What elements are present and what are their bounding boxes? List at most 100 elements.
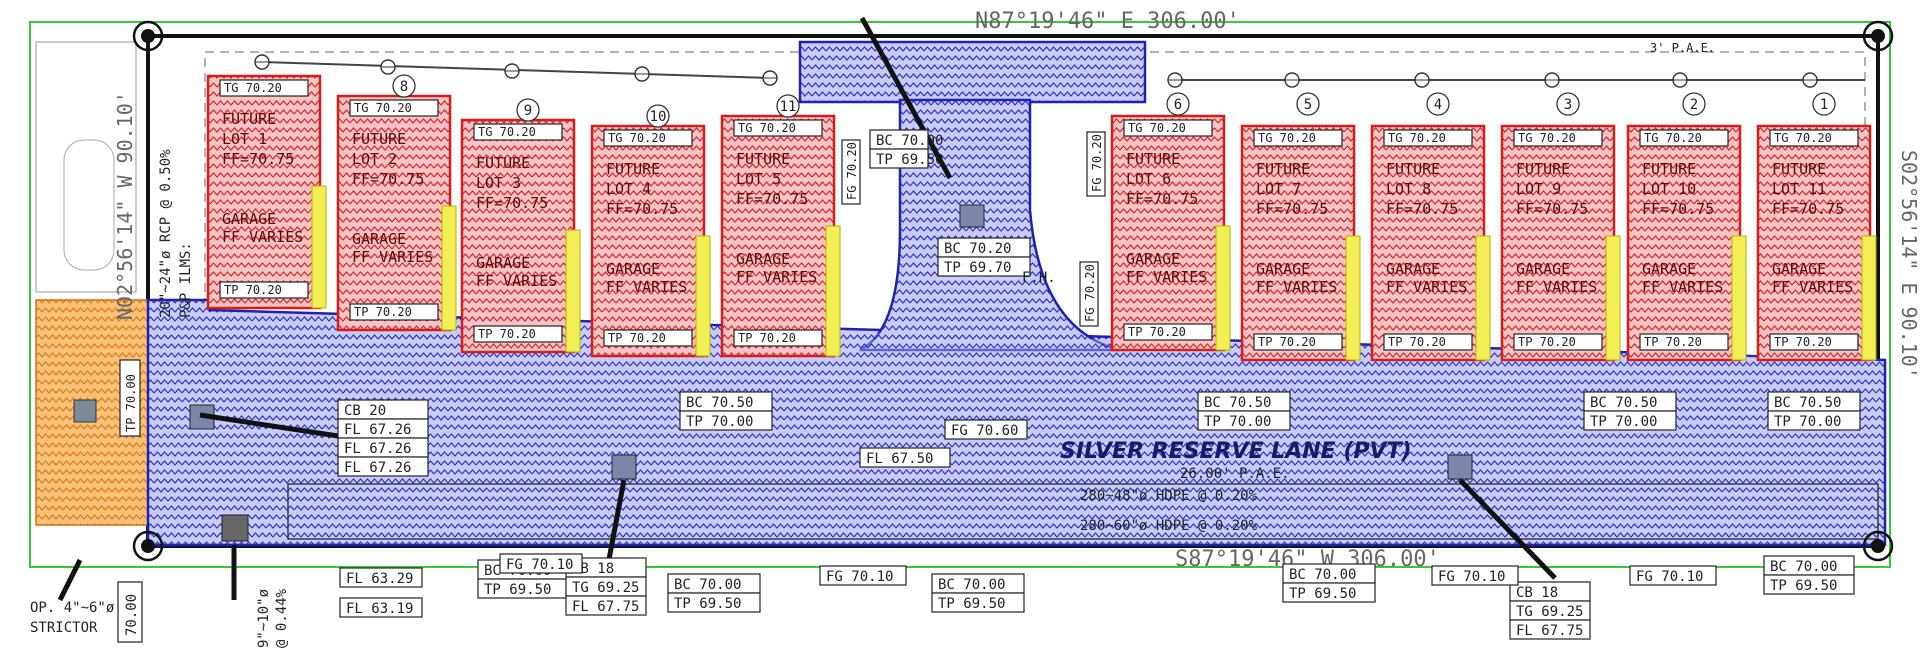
lot-top-tag-box [1513, 129, 1603, 147]
lot-bottom-tag: TP 70.20 [1258, 335, 1316, 349]
callout-cell [667, 592, 761, 613]
lot-ff: FF=70.75 [606, 200, 678, 218]
elev-tag-box [117, 581, 143, 643]
lot-bottom-tag-box [1769, 333, 1859, 351]
corner-dot [1871, 29, 1885, 43]
callout-text: FG 70.10 [1636, 569, 1703, 585]
callout-text: BC 70.20 [944, 241, 1011, 257]
lot-name: FUTURE [606, 160, 660, 178]
lot-top-tag: TG 70.20 [354, 101, 412, 115]
lot-sequence-marker [1296, 92, 1320, 116]
slope-note-2: @ 0.44% [274, 588, 290, 648]
lot-sequence-number: 6 [1174, 97, 1182, 113]
catch-basin-18b [1447, 454, 1473, 480]
lot-number: LOT 5 [736, 170, 781, 188]
pp-note: P&P ILMS: [178, 242, 194, 318]
catch-basin-center [959, 204, 985, 228]
lot-top-tag-box [1123, 119, 1213, 137]
callout-text: FL 67.50 [866, 451, 933, 467]
lot-garage: GARAGE [222, 210, 276, 228]
callout-text: CB 20 [344, 403, 386, 419]
lot-top-tag-box [1769, 129, 1859, 147]
callout-text: TP 70.00 [1774, 414, 1841, 430]
lot-bottom-tag-box [733, 329, 823, 347]
lot-yellow-tag [1861, 235, 1877, 361]
callout-text: TP 69.50 [1770, 578, 1837, 594]
callout-cell [679, 410, 773, 431]
callout-text: TP 69.50 [938, 596, 1005, 612]
lot-yellow-tag [1215, 225, 1231, 351]
lot-name: FUTURE [1386, 160, 1440, 178]
lot-number: LOT 6 [1126, 170, 1171, 188]
lot-garage: GARAGE [1516, 260, 1570, 278]
callout-text: BC 70.00 [1289, 567, 1356, 583]
lot-garage-ff: FF VARIES [1642, 278, 1723, 296]
lot-ff: FF=70.75 [1126, 190, 1198, 208]
lot-bottom-tag-box [1123, 323, 1213, 341]
pipe-note: 20"~24"ø RCP @ 0.50% [158, 149, 174, 318]
pipe-2-label: 280~60"ø HDPE @ 0.20% [1080, 518, 1258, 534]
lot-top-tag: TG 70.20 [738, 121, 796, 135]
callout-text: FL 63.19 [346, 601, 413, 617]
lot-name: FUTURE [1126, 150, 1180, 168]
corner-marker [132, 20, 164, 52]
lot-yellow-tag [825, 225, 841, 357]
callout-text: FG 70.60 [951, 423, 1018, 439]
callout-cell [337, 456, 429, 477]
lot-ff: FF=70.75 [476, 194, 548, 212]
callout-cell [869, 148, 929, 169]
lot-garage: GARAGE [606, 260, 660, 278]
elevation-callout: FG 70.10 [1629, 565, 1717, 586]
lot-garage-ff: FF VARIES [1126, 268, 1207, 286]
callout-text: BC 70.00 [876, 133, 943, 149]
lot-number: LOT 7 [1256, 180, 1301, 198]
elevation-callout: FL 63.29 [339, 567, 423, 588]
lot-top-tag: TG 70.20 [608, 131, 666, 145]
lot-name: FUTURE [1516, 160, 1570, 178]
lot-bottom-tag-box [1513, 333, 1603, 351]
restrictor-structure [221, 514, 249, 542]
callout-text: TG 69.25 [572, 580, 639, 596]
fg-vertical-box [1079, 261, 1099, 327]
lot-sequence-marker [392, 74, 416, 98]
lot-number: LOT 1 [222, 130, 267, 148]
lot-sequence-number: 11 [780, 99, 797, 115]
callout-cell [1282, 582, 1376, 603]
callout-text: FL 67.75 [572, 599, 639, 615]
lot-outline [1110, 114, 1226, 352]
lot-bottom-tag-box [349, 303, 439, 321]
lot-name: FUTURE [476, 154, 530, 172]
lot-garage: GARAGE [352, 230, 406, 248]
lot-sequence-number: 4 [1434, 97, 1442, 113]
lot-bottom-tag-box [1639, 333, 1729, 351]
callout-text: FG 70.10 [506, 557, 573, 573]
lot-number: LOT 10 [1642, 180, 1696, 198]
lot-top-tag: TG 70.20 [1518, 131, 1576, 145]
callout-text: TP 69.50 [484, 582, 551, 598]
lot-bottom-tag: TP 70.20 [224, 283, 282, 297]
fg-vertical-3: FG 70.20 [1090, 134, 1104, 192]
pae-label: 3' P.A.E. [1650, 41, 1715, 55]
lot-ff: FF=70.75 [1642, 200, 1714, 218]
lot-top-tag-box [473, 123, 563, 141]
lot-bottom-tag-box [473, 325, 563, 343]
lot-bottom-tag: TP 70.20 [1128, 325, 1186, 339]
left-parking-area [35, 41, 149, 526]
lot-bottom-tag: TP 70.20 [354, 305, 412, 319]
lot-yellow-tag [695, 235, 711, 357]
lot-garage-ff: FF VARIES [352, 248, 433, 266]
